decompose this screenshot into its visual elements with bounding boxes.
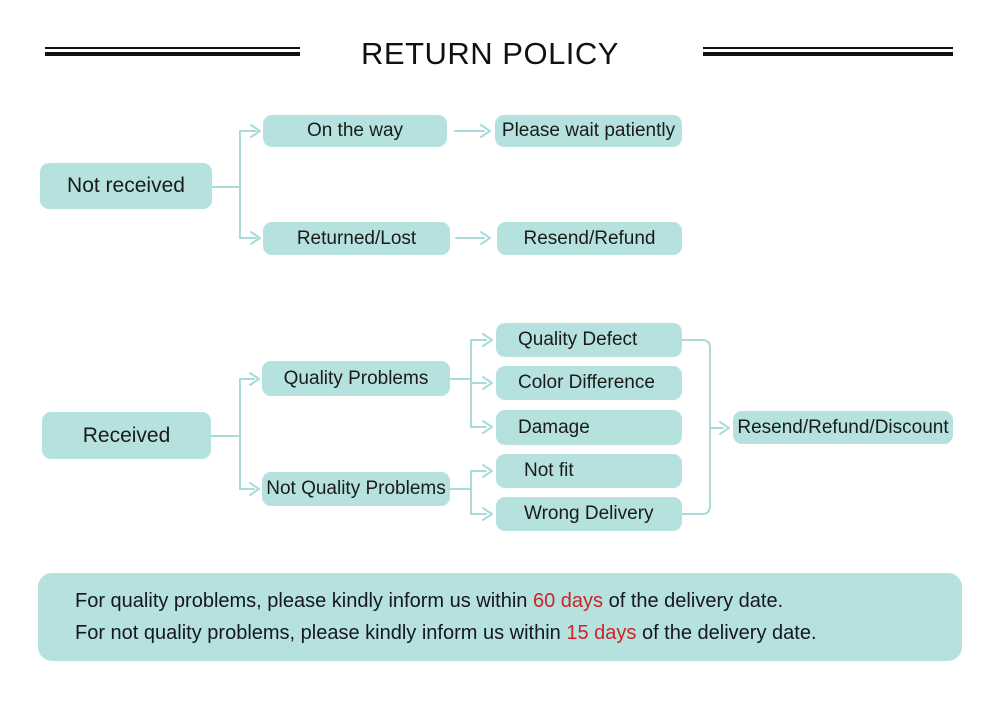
note2-highlight-15-days: 15 days [566, 622, 637, 644]
title-rule-left [45, 47, 300, 57]
node-on-the-way: On the way [263, 115, 447, 147]
note2-prefix: For not quality problems, please kindly … [75, 622, 567, 644]
node-damage: Damage [496, 410, 682, 445]
node-color-difference: Color Difference [496, 366, 682, 400]
node-quality-defect: Quality Defect [496, 323, 682, 357]
title-rule-right [703, 47, 953, 57]
note1-prefix: For quality problems, please kindly info… [75, 590, 533, 612]
policy-note-line2: For not quality problems, please kindly … [75, 617, 942, 649]
node-resend-refund-discount: Resend/Refund/Discount [733, 411, 953, 444]
note1-suffix: of the delivery date. [603, 590, 784, 612]
node-received: Received [42, 412, 211, 459]
node-please-wait-patiently: Please wait patiently [495, 115, 682, 147]
policy-note-line1: For quality problems, please kindly info… [75, 585, 942, 617]
page-title: RETURN POLICY [361, 36, 619, 71]
node-resend-refund: Resend/Refund [497, 222, 682, 255]
policy-note-panel: For quality problems, please kindly info… [38, 573, 962, 661]
node-quality-problems: Quality Problems [262, 361, 450, 396]
note1-highlight-60-days: 60 days [532, 590, 604, 612]
node-not-received: Not received [40, 163, 212, 209]
node-not-fit: Not fit [496, 454, 682, 488]
note2-suffix: of the delivery date. [636, 622, 817, 644]
node-wrong-delivery: Wrong Delivery [496, 497, 682, 531]
node-not-quality-problems: Not Quality Problems [262, 472, 450, 506]
node-returned-lost: Returned/Lost [263, 222, 450, 255]
